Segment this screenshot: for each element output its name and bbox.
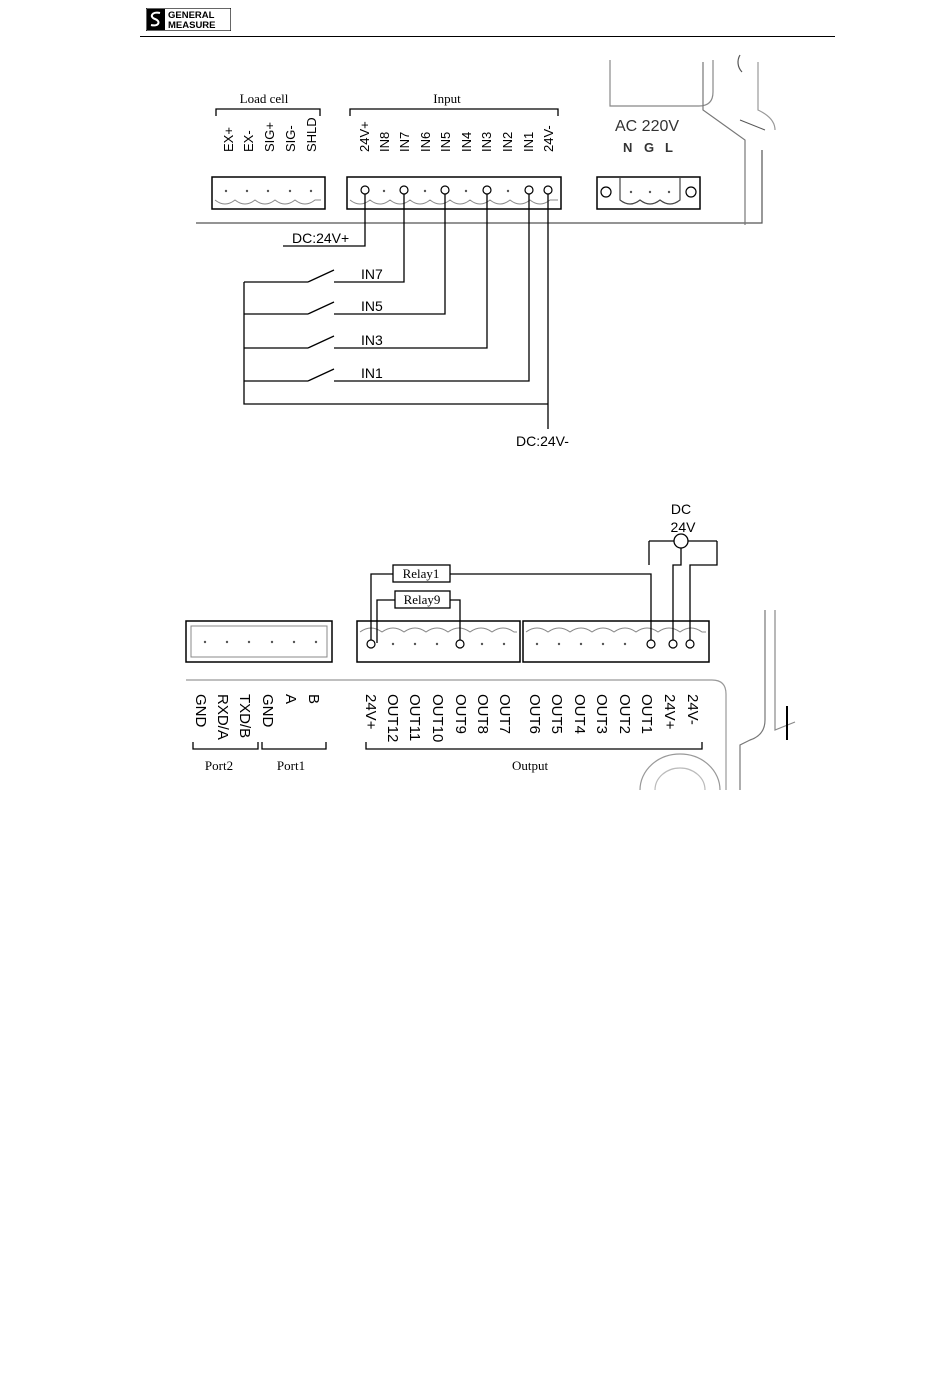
terminal-label: OUT2 <box>616 694 633 734</box>
power-labels: AC 220V N G L <box>615 118 679 155</box>
dc-label-line2: 24V <box>671 519 697 535</box>
switch-in7 <box>244 270 334 282</box>
load-cell-label: Load cell <box>240 91 289 106</box>
switch-in1 <box>244 369 334 381</box>
terminal-label: SIG+ <box>262 122 277 152</box>
terminal-label: 24V- <box>541 125 556 152</box>
housing-cutout <box>610 60 713 106</box>
dc-plus-label: DC:24V+ <box>292 230 349 246</box>
output-label: Output <box>512 758 549 773</box>
power-terminal-n: N <box>623 140 632 155</box>
terminal-label: OUT9 <box>452 694 469 734</box>
input-bracket <box>350 109 558 116</box>
terminal-label: IN2 <box>500 132 515 152</box>
output-wiring-diagram <box>186 534 795 790</box>
terminal-label: IN7 <box>397 132 412 152</box>
terminal-label: SIG- <box>283 125 298 152</box>
terminal-label: OUT12 <box>384 694 401 742</box>
load-cell-terminal-labels: EX+ EX- SIG+ SIG- SHLD <box>221 117 319 152</box>
port2-bracket <box>193 742 258 749</box>
input-labels: Load cell Input <box>240 91 461 106</box>
wire-common-bus <box>244 282 548 404</box>
power-terminal-l: L <box>665 140 673 155</box>
housing-edge-left <box>703 62 745 225</box>
relay-labels: Relay1 Relay9 <box>403 566 441 607</box>
wire-labels: DC:24V+ IN7 IN5 IN3 IN1 DC:24V- <box>292 230 569 449</box>
output-connector-left <box>357 621 520 662</box>
terminal-label: OUT8 <box>474 694 491 734</box>
terminal-label: GND <box>192 694 209 728</box>
terminal-label: 24V- <box>684 694 701 725</box>
switch-label-in5: IN5 <box>361 298 383 314</box>
input-label: Input <box>433 91 461 106</box>
terminal-label: OUT3 <box>593 694 610 734</box>
terminal-label: OUT10 <box>429 694 446 742</box>
dc-source-frame <box>649 541 717 560</box>
dc-label-line1: DC <box>671 501 691 517</box>
housing-edge-inner <box>775 610 795 730</box>
output-bracket <box>366 742 702 749</box>
switch-in5 <box>244 302 334 314</box>
terminal-label: 24V+ <box>661 694 678 730</box>
port-terminal-labels: GND RXD/A TXD/B GND A B <box>192 694 322 740</box>
terminal-label: IN8 <box>377 132 392 152</box>
port1-bracket <box>262 742 326 749</box>
housing-edge <box>740 610 765 790</box>
load-cell-connector <box>212 177 325 209</box>
port2-label: Port2 <box>205 758 233 773</box>
terminal-label: OUT4 <box>571 694 588 734</box>
terminal-label: IN3 <box>479 132 494 152</box>
wire-in1 <box>334 190 529 381</box>
terminal-label: GND <box>259 694 276 728</box>
relay9-label: Relay9 <box>404 592 441 607</box>
terminal-label: OUT11 <box>406 694 423 741</box>
housing-arc <box>738 55 742 72</box>
power-label: AC 220V <box>615 118 679 135</box>
terminal-label: IN1 <box>521 132 536 152</box>
terminal-label: OUT5 <box>548 694 565 734</box>
terminal-label: IN5 <box>438 132 453 152</box>
input-terminal-labels: 24V+ IN8 IN7 IN6 IN5 IN4 IN3 IN2 IN1 24V… <box>357 121 556 152</box>
dc-source-labels: DC 24V <box>671 501 697 535</box>
terminal-label: A <box>282 694 299 704</box>
port1-label: Port1 <box>277 758 305 773</box>
terminal-label: RXD/A <box>214 694 231 740</box>
dc-minus-label: DC:24V- <box>516 433 569 449</box>
output-connector-right <box>523 621 709 662</box>
housing-edge-right <box>758 62 775 130</box>
load-cell-bracket <box>216 109 320 116</box>
input-wiring-diagram <box>196 55 775 429</box>
terminal-label: IN4 <box>459 132 474 152</box>
output-terminal-labels: 24V+ OUT12 OUT11 OUT10 OUT9 OUT8 OUT7 OU… <box>362 694 701 742</box>
group-labels: Port2 Port1 Output <box>205 758 549 773</box>
terminal-label: TXD/B <box>236 694 253 738</box>
terminal-label: SHLD <box>304 117 319 152</box>
serial-connector <box>186 621 332 662</box>
switch-in3 <box>244 336 334 348</box>
terminal-label: IN6 <box>418 132 433 152</box>
switch-label-in3: IN3 <box>361 332 383 348</box>
terminal-label: 24V+ <box>362 694 379 730</box>
relay1-label: Relay1 <box>403 566 440 581</box>
wire-in3 <box>334 190 487 348</box>
terminal-label: OUT6 <box>526 694 543 734</box>
cable-line <box>740 120 765 130</box>
terminal-label: B <box>305 694 322 704</box>
housing-arc-inner <box>655 768 705 790</box>
terminal-label: 24V+ <box>357 121 372 152</box>
switch-label-in7: IN7 <box>361 266 383 282</box>
housing-arc-outer <box>640 754 720 790</box>
switch-label-in1: IN1 <box>361 365 383 381</box>
dc-source-symbol <box>674 534 688 548</box>
terminal-label: OUT7 <box>496 694 513 734</box>
terminal-label: EX+ <box>221 127 236 152</box>
terminal-label: OUT1 <box>638 694 655 734</box>
terminal-label: EX- <box>241 130 256 152</box>
power-terminal-g: G <box>644 140 654 155</box>
